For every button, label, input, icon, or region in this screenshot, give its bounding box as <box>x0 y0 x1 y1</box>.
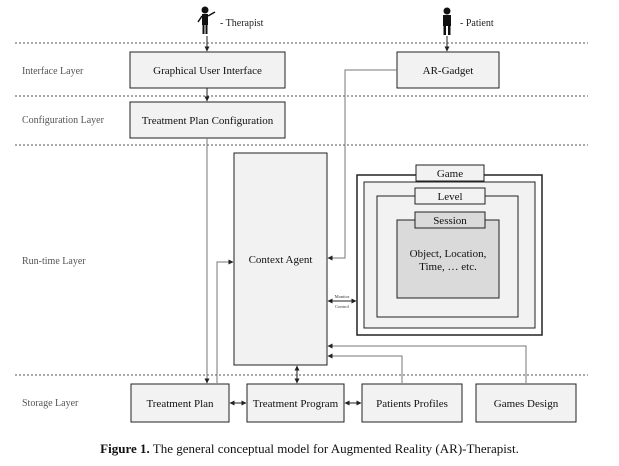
treatment-plan-label: Treatment Plan <box>146 398 214 410</box>
session-tab <box>414 211 486 229</box>
treatment-plan-config-label: Treatment Plan Configuration <box>142 115 274 127</box>
patient-icon <box>443 7 451 35</box>
layer-label-runtime: Run-time Layer <box>22 256 86 267</box>
level-tab <box>414 187 486 205</box>
level-label: Level <box>437 191 462 203</box>
monitor-label: Monitor <box>335 294 350 299</box>
treatment-plan-box <box>130 383 230 423</box>
layer-label-storage: Storage Layer <box>22 398 79 409</box>
treatment-plan-to-context-agent-line <box>216 259 234 383</box>
gui-box <box>129 51 286 89</box>
figure-caption-text: The general conceptual model for Augment… <box>149 441 519 456</box>
session-label: Session <box>433 215 467 227</box>
patient-label: - Patient <box>460 18 494 29</box>
treatment-plan-config-box <box>129 101 286 139</box>
figure-caption-label: Figure 1. <box>100 441 150 456</box>
control-label: Control <box>335 304 350 309</box>
session-content-line2: Time, … etc. <box>419 261 477 273</box>
games-design-to-context-agent-line <box>327 343 527 383</box>
games-design-box <box>475 383 577 423</box>
game-tab <box>415 164 485 182</box>
session-content-line1: Object, Location, <box>410 248 487 260</box>
session-box <box>396 219 500 299</box>
game-label: Game <box>437 168 463 180</box>
context-agent-box <box>233 152 328 366</box>
patients-profiles-to-context-agent-line <box>327 353 403 383</box>
treatment-program-box <box>246 383 345 423</box>
treatment-program-label: Treatment Program <box>253 398 339 410</box>
layer-label-configuration: Configuration Layer <box>22 115 105 126</box>
argadget-to-context-agent-line <box>327 69 397 261</box>
figure-caption: Figure 1. The general conceptual model f… <box>0 441 619 457</box>
layer-label-interface: Interface Layer <box>22 66 84 77</box>
ar-gadget-label: AR-Gadget <box>423 65 474 77</box>
context-agent-label: Context Agent <box>249 254 313 266</box>
patients-profiles-label: Patients Profiles <box>376 398 448 410</box>
patients-profiles-box <box>361 383 463 423</box>
games-design-label: Games Design <box>494 398 559 410</box>
gui-label: Graphical User Interface <box>153 65 262 77</box>
ar-gadget-box <box>396 51 500 89</box>
therapist-icon <box>197 6 216 34</box>
therapist-label: - Therapist <box>220 18 264 29</box>
